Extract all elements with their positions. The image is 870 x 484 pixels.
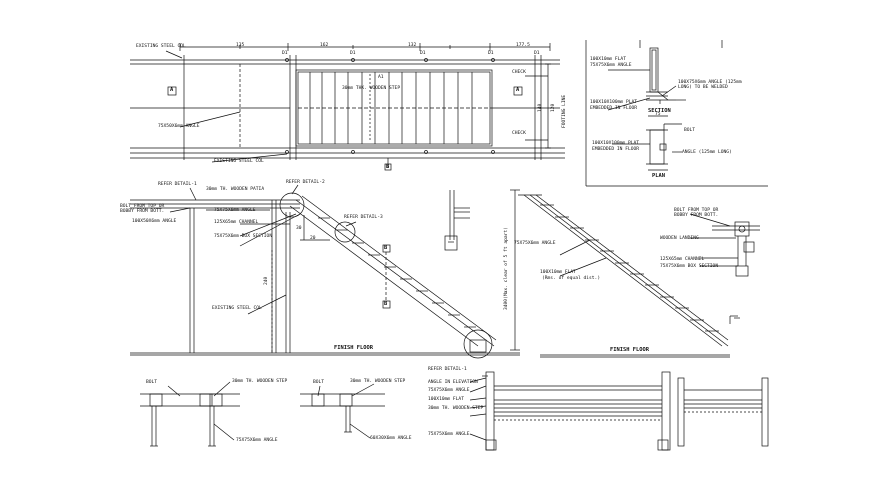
angle-note-1: 75X75X6mm ANGLE — [214, 208, 256, 213]
plan-bolt: BOLT — [684, 128, 696, 133]
refer-detail-2: REFER DETAIL-2 — [286, 180, 325, 185]
existing-col-note: EXISTING STEEL COL — [212, 306, 262, 311]
side-flat-sub: (Rms. of equal dist.) — [542, 276, 601, 281]
angle-note-2: 100X50X6mm ANGLE — [132, 219, 177, 224]
plan-note-2: EMBEDDED IN FLOOR — [592, 147, 640, 152]
conn-channel-note: 125X65mm CHANNEL — [660, 257, 705, 262]
angle-2: 60X30X6mm ANGLE — [370, 436, 412, 441]
stair-elevation — [130, 184, 520, 359]
stair-dim-2: 20 — [310, 236, 316, 241]
finish-floor-left: FINISH FLOOR — [334, 345, 373, 351]
conn-box-note: 75X75X6mm BOX SECTION — [660, 264, 719, 269]
angle-note: 75X50X6mm ANGLE — [158, 124, 200, 129]
bolt-1: BOLT — [146, 380, 158, 385]
small-section-marker — [444, 190, 470, 251]
dim-2: 162 — [320, 43, 329, 48]
small-dim-4: D1 — [488, 51, 494, 56]
small-dim-1: D1 — [282, 51, 288, 56]
section-note-3: 100X75X6mm ANGLE (125mm LONG) TO BE WELD… — [678, 80, 742, 90]
small-dim-2: D1 — [350, 51, 356, 56]
side-flat-note: 100X10mm FLAT — [540, 270, 576, 275]
conn-bolt-note: BOLT FROM TOP OR BOBBY FROM BOTT. — [674, 208, 719, 218]
bottom-note-4: 30mm TH. WOODEN STEP — [428, 406, 484, 411]
finish-floor-right: FINISH FLOOR — [610, 347, 649, 353]
refer-detail-bottom: REFER DETAIL-1 — [428, 367, 467, 372]
plan-note-1: 100X10X100mm PLAT — [592, 141, 640, 146]
section-note-2: 75X75X6mm ANGLE — [590, 63, 632, 68]
existing-col-top-label: EXISTING STEEL COL — [136, 44, 186, 49]
conn-landing-note: WOODEN LANDING — [660, 236, 699, 241]
step-1: 30mm TH. WOODEN STEP — [232, 379, 288, 384]
connection-detail — [689, 213, 760, 324]
side-angle-note: 75X75X6mm ANGLE — [514, 241, 556, 246]
channel-note: 125X65mm CHANNEL — [214, 220, 259, 225]
grid-bottom: B — [386, 164, 390, 170]
section-note-1: 100X10mm FLAT — [590, 57, 626, 62]
center-note: 30mm THK. WOODEN STEP — [342, 86, 401, 91]
dim-1: 135 — [236, 43, 245, 48]
bottom-note-2: 75X75X6mm ANGLE — [428, 388, 470, 393]
dim-3: 132 — [408, 43, 417, 48]
section-marker-b2: B — [384, 301, 388, 307]
check-label-1: CHECK — [512, 70, 526, 75]
bottom-note-5: 75X75X6mm ANGLE — [428, 432, 470, 437]
plan-title: PLAN — [652, 173, 665, 179]
section-marker-b1: B — [384, 245, 388, 251]
plan-note-3: ANGLE (125mm LONG) — [682, 150, 732, 155]
dim-4: 177.5 — [516, 43, 530, 48]
bolt-note: BOLT FROM TOP OR BOBBY FROM BOTT. — [120, 204, 165, 214]
small-dim-5: D1 — [534, 51, 540, 56]
footing-line-label: FOOTING LINE — [562, 94, 567, 128]
top-elevation — [130, 43, 565, 171]
side-height-dim: 3400(Max. clear of 5 ft apart) — [504, 227, 509, 310]
side-elevation — [510, 189, 730, 358]
check-label-2: CHECK — [512, 131, 526, 136]
section-detail — [585, 40, 768, 187]
refer-detail-3: REFER DETAIL-3 — [344, 215, 383, 220]
section-note-5: EMBEDDED IN FLOOR — [590, 106, 638, 111]
section-title: SECTION — [648, 108, 671, 114]
bottom-note-3: 100X10mm FLAT — [428, 397, 464, 402]
bottom-details — [140, 371, 769, 451]
bolt-2: BOLT — [313, 380, 325, 385]
section-note-4: 100X10X100mm PLAT — [590, 100, 638, 105]
grid-right: A — [516, 87, 520, 93]
box-section-note: 75X75X6mm BOX SECTION — [214, 234, 273, 239]
stair-dim-3: 240 — [264, 276, 269, 285]
angle-1: 75X75X6mm ANGLE — [236, 438, 278, 443]
step-2: 30mm TH. WOODEN STEP — [350, 379, 406, 384]
height-dim-2: 120 — [551, 103, 556, 112]
grid-left: A — [170, 87, 174, 93]
bottom-note-1: ANGLE IN ELEVATION — [428, 380, 478, 385]
existing-col-bottom-label: EXISTING STEEL COL — [214, 159, 264, 164]
height-dim: 140 — [538, 103, 543, 112]
wooden-patia-note: 30mm TH. WOODEN PATIA — [206, 187, 265, 192]
refer-detail-1: REFER DETAIL-1 — [158, 182, 197, 187]
marker-a1: A1 — [378, 75, 384, 80]
small-dim-3: D1 — [420, 51, 426, 56]
stair-dim-1: 30 — [296, 226, 302, 231]
plan-dim: 75 — [655, 112, 661, 117]
